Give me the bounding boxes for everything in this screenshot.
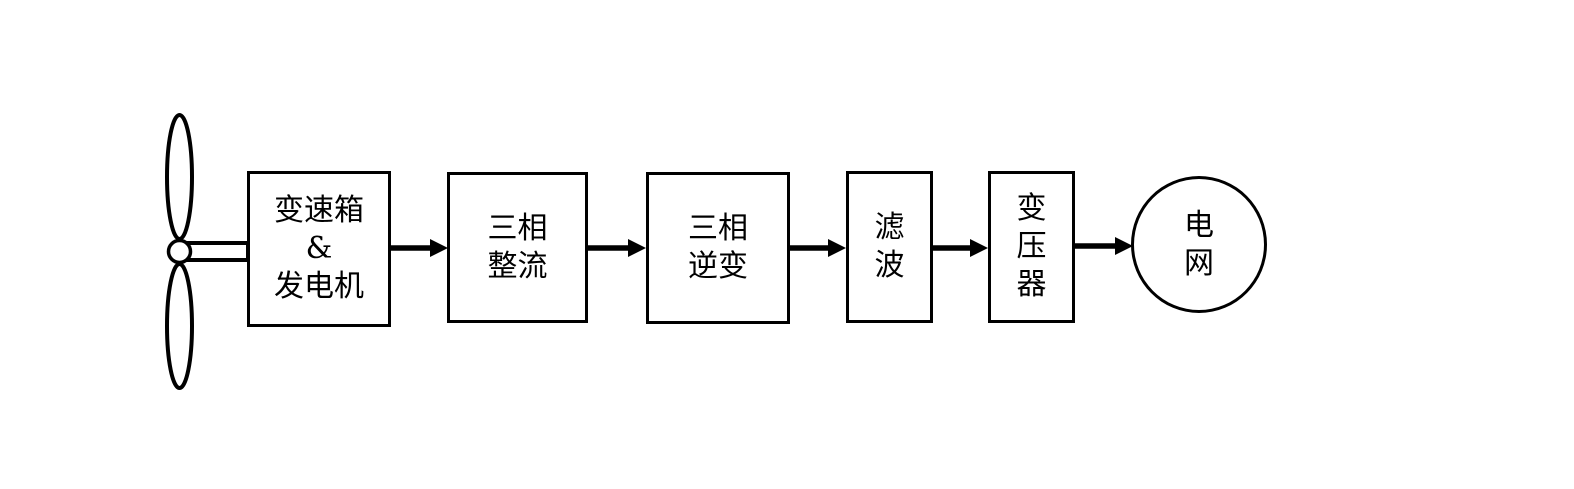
node-inverter: 三相 逆变 bbox=[646, 172, 790, 324]
node-label-line: 变速箱 bbox=[274, 193, 364, 228]
node-label-line: 三相 bbox=[688, 211, 748, 246]
node-rectifier: 三相 整流 bbox=[447, 172, 588, 323]
node-label-line: 压 bbox=[1016, 229, 1047, 264]
node-label-line: & bbox=[305, 231, 333, 266]
turbine-hub bbox=[166, 238, 193, 265]
wind-turbine-icon bbox=[165, 113, 250, 390]
node-label-line: 发电机 bbox=[274, 269, 364, 304]
node-label-line: 三相 bbox=[487, 210, 548, 246]
node-label-line: 逆变 bbox=[688, 249, 748, 284]
node-gearbox-generator: 变速箱 & 发电机 bbox=[247, 171, 391, 327]
flow-arrow bbox=[790, 239, 846, 257]
flow-arrow bbox=[588, 239, 646, 257]
node-label-line: 变 bbox=[1016, 191, 1047, 226]
node-label-line: 器 bbox=[1016, 267, 1047, 302]
node-label-line: 波 bbox=[874, 248, 905, 283]
flow-arrow bbox=[933, 239, 988, 257]
flow-arrow bbox=[1075, 237, 1133, 255]
node-filter: 滤 波 bbox=[846, 171, 933, 323]
node-label-line: 滤 bbox=[874, 210, 905, 245]
flow-arrow bbox=[391, 239, 448, 257]
node-label-line: 整流 bbox=[487, 248, 548, 284]
node-transformer: 变 压 器 bbox=[988, 171, 1075, 323]
node-grid: 电 网 bbox=[1131, 176, 1267, 313]
turbine-shaft bbox=[184, 241, 250, 262]
node-label-line: 电 bbox=[1184, 207, 1214, 243]
node-label-line: 网 bbox=[1184, 245, 1214, 281]
